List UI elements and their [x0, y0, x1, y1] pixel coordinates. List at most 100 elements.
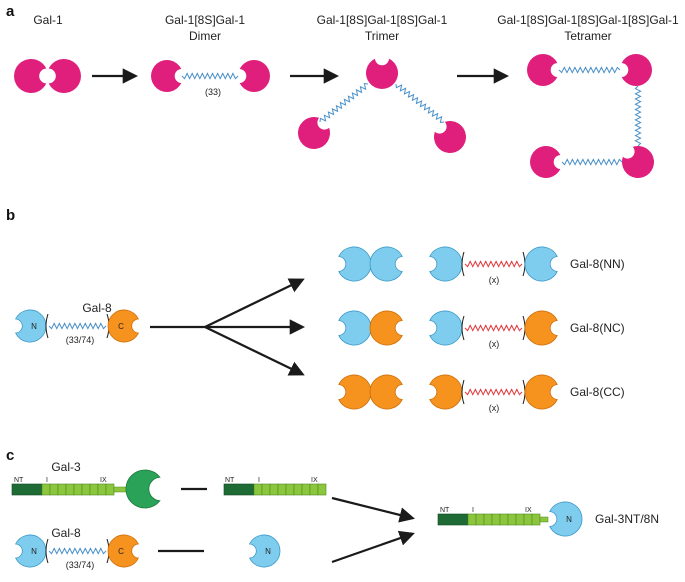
tail-repeat-block: [531, 513, 541, 526]
gal3-label: Gal-3: [51, 460, 81, 474]
tail-repeat-block: [317, 483, 327, 496]
trimer-title: Gal-1[8S]Gal-1[8S]Gal-1: [317, 13, 448, 27]
tetramer-linker-top: [558, 66, 621, 74]
chimera-i-text: I: [472, 507, 474, 514]
nn-linker: [464, 260, 523, 268]
nn-linked-right: [524, 246, 558, 282]
tetramer-linker-vertical: [634, 85, 642, 147]
fragment-ix-text: IX: [311, 477, 318, 484]
gal8c-c-letter: C: [118, 547, 124, 556]
dimer-crd-left: [150, 59, 182, 92]
gal3-nt-text: NT: [14, 477, 24, 484]
nn-linker-x: (x): [489, 275, 500, 285]
tail-repeat-block: [483, 513, 493, 526]
chimera-nt-block: [437, 513, 469, 526]
dimer-title: Gal-1[8S]Gal-1: [165, 13, 245, 27]
arrow-from-gal3-tail: [331, 496, 415, 523]
nc-pair-left: [338, 310, 372, 346]
chimera-nt-text: NT: [440, 507, 450, 514]
tail-repeat-block: [507, 513, 517, 526]
nn-bracket-left: [461, 251, 465, 277]
gal1-monomer-left: [13, 59, 47, 94]
tail-repeat-block: [499, 513, 509, 526]
tail-repeat-block: [57, 483, 67, 496]
trimer-linker-left: [319, 82, 369, 123]
nc-linker: [464, 324, 523, 332]
gal3-i-text: I: [46, 477, 48, 484]
gal8-nn-label: Gal-8(NN): [570, 257, 625, 271]
gal8-c-domain: [107, 309, 139, 343]
gal8-label-c: Gal-8: [51, 526, 81, 540]
tetramer-crd-bottom-right: [622, 146, 655, 179]
dimer-linker: [181, 72, 239, 80]
gal8c-linker-length: (33/74): [66, 560, 95, 570]
gal3-crd: [125, 469, 161, 509]
panel-label-c: c: [6, 447, 14, 464]
gal8-c-letter: C: [118, 322, 124, 331]
tail-repeat-block: [277, 483, 287, 496]
panel-label-b: b: [6, 207, 15, 224]
isolated-n-domain: [249, 534, 281, 568]
nn-pair-right: [369, 246, 403, 282]
gal8-n-letter: N: [31, 322, 37, 331]
fork-arrow-cc: [204, 326, 305, 376]
gal3-n-tail: [11, 483, 131, 496]
cc-linked-left: [429, 374, 463, 410]
cc-bracket-left: [461, 379, 465, 405]
fragment-repeats: [253, 483, 327, 496]
gal8c-n-letter: N: [31, 547, 37, 556]
cc-linker-x: (x): [489, 403, 500, 413]
dimer-linker-length: (33): [205, 87, 221, 97]
gal8c-n-bracket: [45, 538, 49, 564]
chimera-n-tail: [437, 513, 549, 526]
tail-repeat-block: [73, 483, 83, 496]
fragment-i-text: I: [258, 477, 260, 484]
gal1-monomer-right: [48, 59, 82, 94]
gal8-n-bracket: [45, 313, 49, 339]
isolated-n-letter: N: [265, 547, 271, 556]
nc-linked-left: [429, 310, 463, 346]
nn-pair-left: [338, 246, 372, 282]
gal8c-c-domain: [107, 534, 139, 568]
trimer-linker-right: [395, 83, 445, 124]
tail-repeat-block: [475, 513, 485, 526]
fragment-nt-block: [223, 483, 255, 496]
cc-pair-left: [338, 374, 372, 410]
chimera-label: Gal-3NT/8N: [595, 512, 659, 526]
tail-repeat-block: [515, 513, 525, 526]
tail-repeat-block: [467, 513, 477, 526]
gal8-linker-b: [48, 322, 107, 330]
gal8-label-b: Gal-8: [82, 301, 112, 315]
chimera-ix-text: IX: [525, 507, 532, 514]
gal8-cc-label: Gal-8(CC): [570, 385, 625, 399]
trimer-subtitle: Trimer: [365, 29, 399, 43]
tetramer-crd-bottom-left: [529, 146, 561, 178]
tail-repeat-block: [261, 483, 271, 496]
nn-linked-left: [429, 246, 463, 282]
nc-bracket-left: [461, 315, 465, 341]
tail-repeat-block: [97, 483, 107, 496]
cc-pair-right: [369, 374, 403, 410]
tail-repeat-block: [293, 483, 303, 496]
gal8-linker-length-b: (33/74): [66, 335, 95, 345]
tail-repeat-block: [253, 483, 263, 496]
trimer-crd-top: [366, 58, 398, 90]
gal1-label: Gal-1: [33, 13, 63, 27]
tail-repeat-block: [81, 483, 91, 496]
gal8c-linker: [48, 547, 107, 555]
dimer-subtitle: Dimer: [189, 29, 221, 43]
tetramer-crd-top-right: [621, 54, 653, 86]
trimer-crd-left: [297, 117, 330, 150]
tail-repeat-block: [65, 483, 75, 496]
tetramer-subtitle: Tetramer: [564, 29, 611, 43]
tetramer-crd-top-left: [526, 54, 558, 86]
gal8-n-domain: [15, 309, 47, 343]
tail-repeat-block: [41, 483, 51, 496]
nc-linked-right: [524, 310, 558, 346]
tetramer-linker-bottom: [561, 158, 623, 166]
fork-arrow-nn: [204, 278, 305, 328]
tail-repeat-block: [89, 483, 99, 496]
gal3-tail-fragment: [223, 483, 327, 496]
